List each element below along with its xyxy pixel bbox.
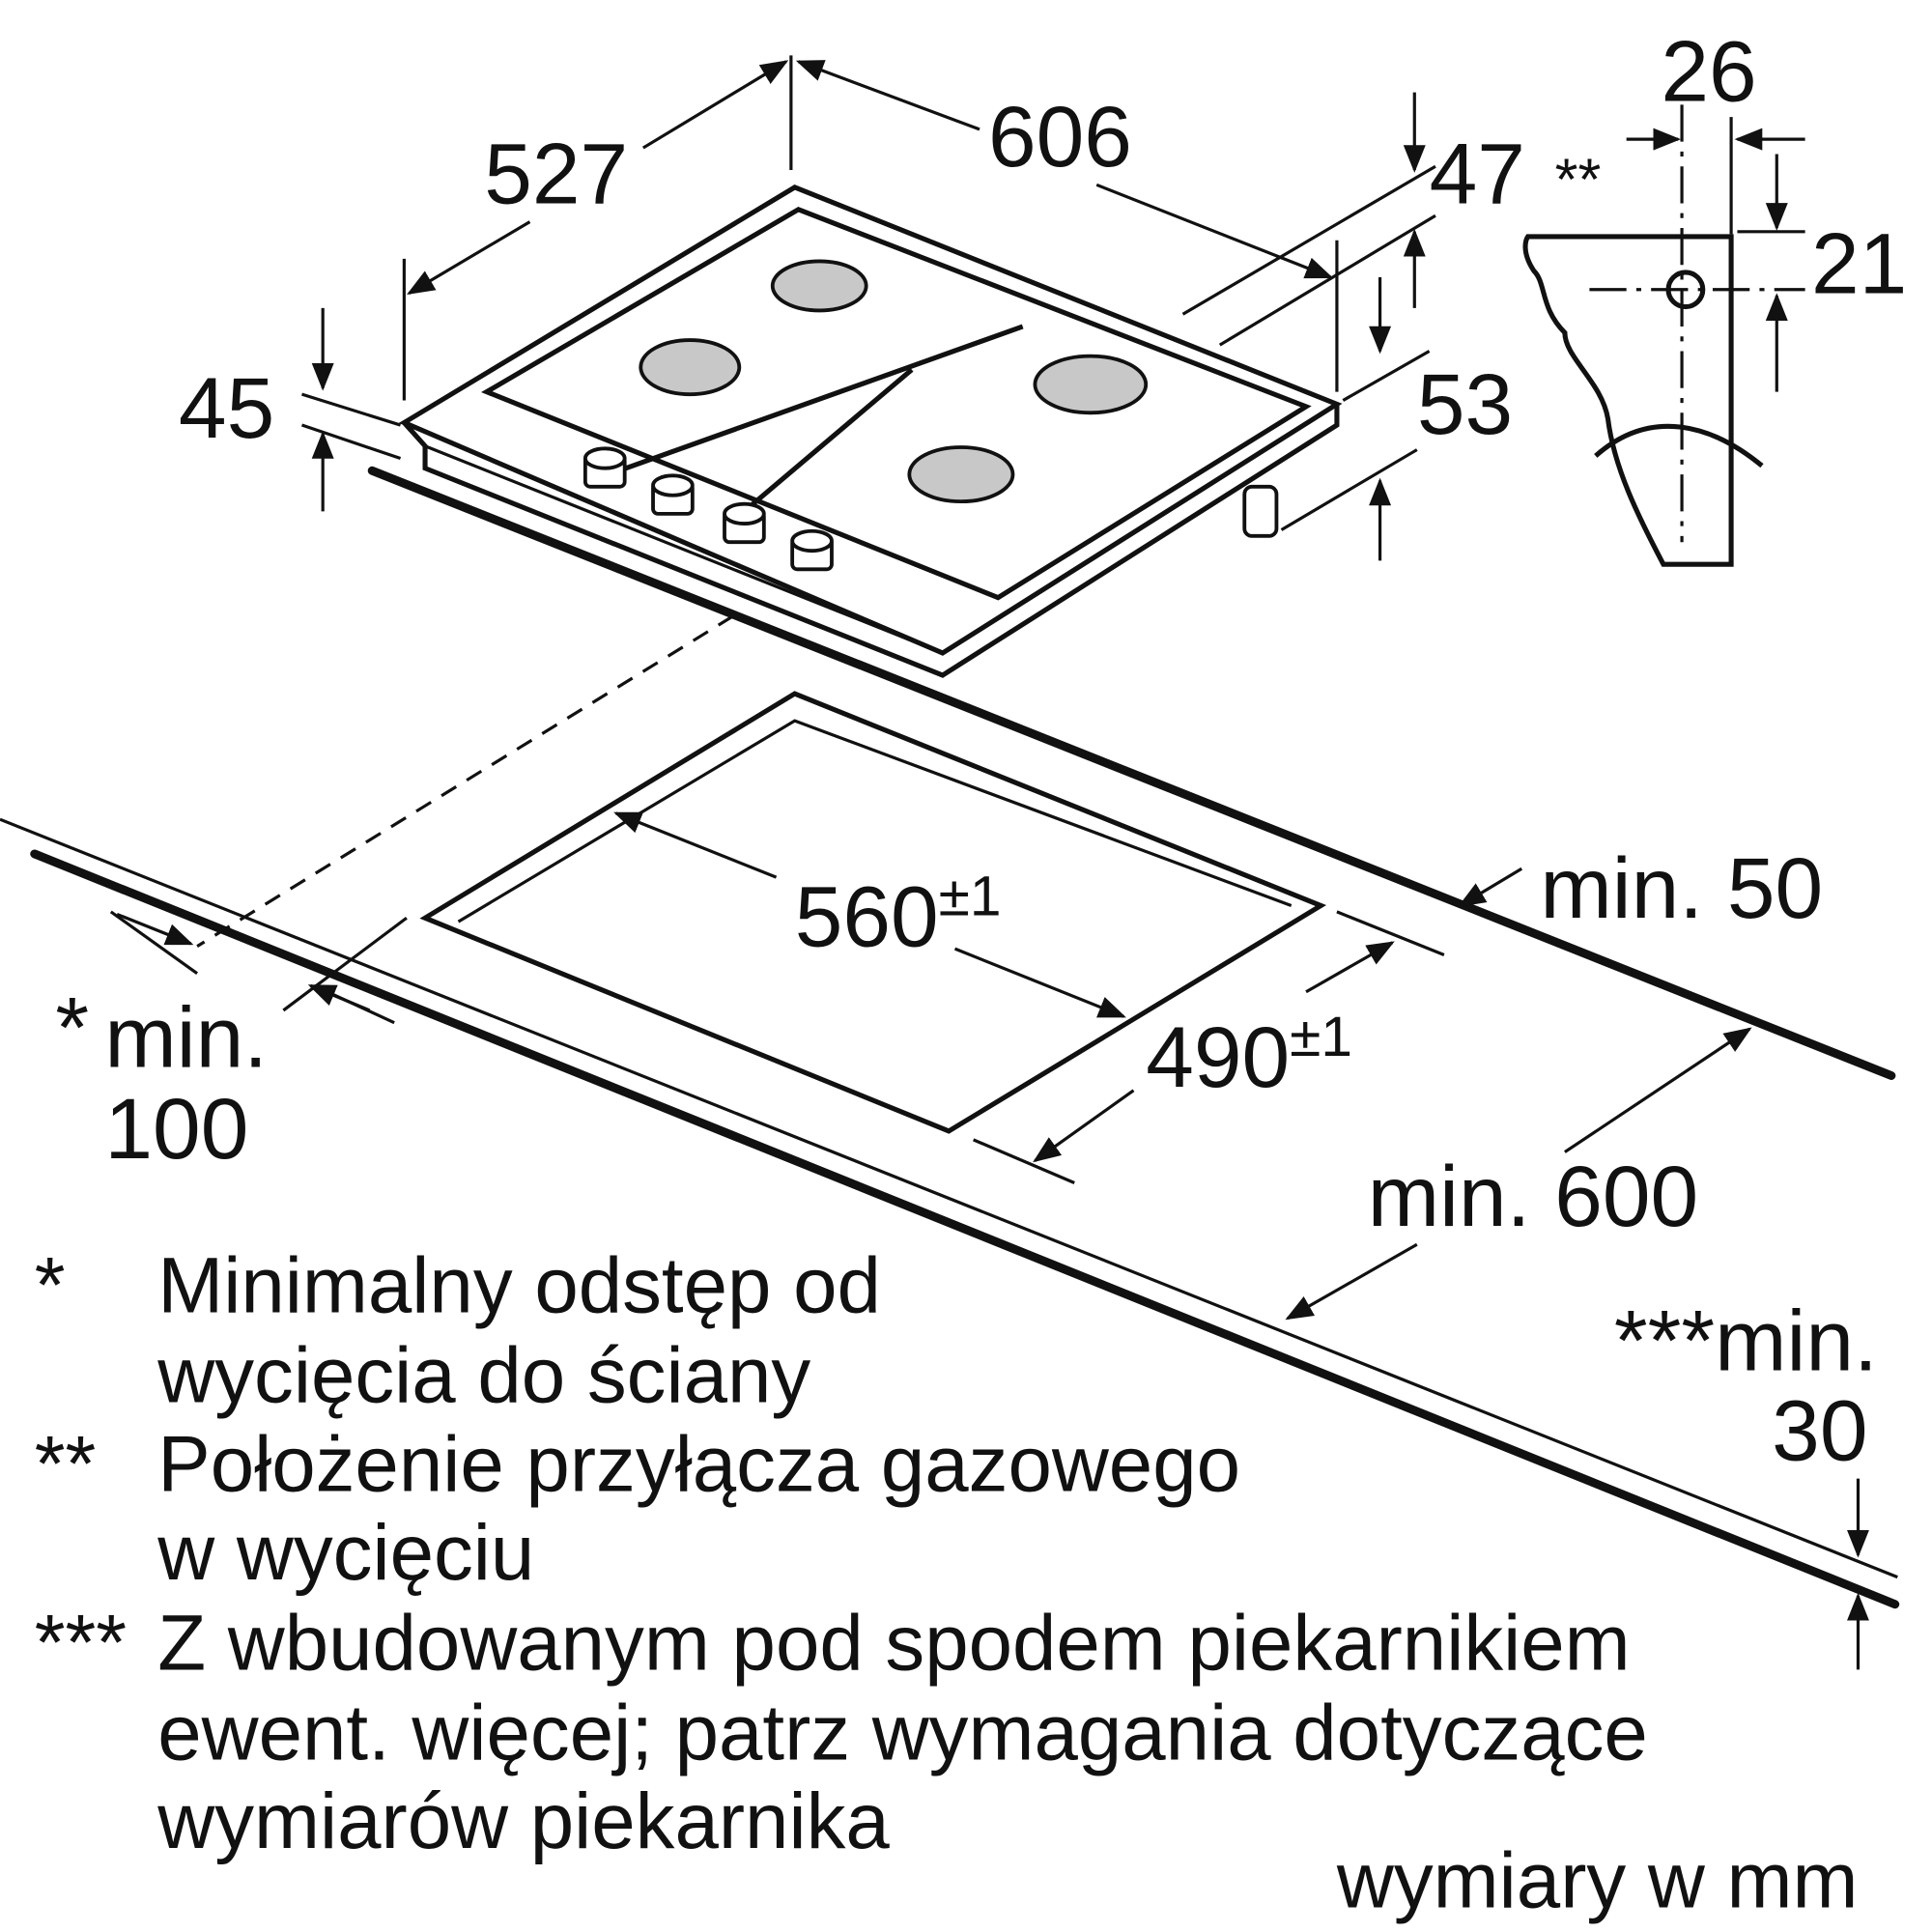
dim-bracket-width: 26 [1661,23,1756,120]
dim-depth: 527 [484,125,628,221]
dim-cutout-width: 560±1 [795,866,1002,965]
dim-min-bottom-value: 30 [1772,1381,1867,1478]
cutout [419,691,1327,1134]
units-note: wymiary w mm [1336,1836,1859,1924]
dim-min-side-marker: * [55,979,89,1075]
gas-connection-detail [1522,104,1805,567]
legend: * Minimalny odstęp od wycięcia do ściany… [35,1241,1859,1924]
legend-marker: * [35,1241,66,1329]
dim-cutout-depth: 490±1 [1146,1006,1352,1105]
dim-min-side-value: 100 [104,1080,248,1177]
legend-marker: *** [35,1599,127,1687]
legend-marker: ** [35,1420,97,1508]
legend-text: w wycięciu [156,1509,534,1597]
dim-height-front: 45 [179,359,274,456]
dim-min-rear: min. 50 [1540,839,1823,936]
knobs [582,446,834,572]
gas-marker: ** [1555,147,1602,213]
dim-min-counter-depth: min. 600 [1368,1148,1698,1244]
dim-gas-offset: 47 [1430,125,1525,221]
legend-text: ewent. więcej; patrz wymagania dotyczące [157,1689,1648,1776]
dim-min-side-label: min. [104,989,268,1086]
gas-connector [1242,484,1279,538]
legend-text: Minimalny odstęp od [157,1241,881,1329]
dim-bracket-height: 21 [1811,215,1907,312]
dimension-lines [109,55,1869,1670]
hob [398,185,1343,678]
legend-text: Z wbudowanym pod spodem piekarnikiem [157,1599,1630,1687]
dim-height-rear: 53 [1417,355,1513,452]
dim-min-bottom-label: ***min. [1614,1292,1878,1388]
countertop [0,466,1900,1609]
dimension-labels: 527 606 26 47 ** 21 45 53 560±1 490±1 mi… [55,23,1907,1479]
dim-width: 606 [988,88,1132,185]
legend-text: Położenie przyłącza gazowego [157,1420,1240,1508]
burners [639,259,1149,504]
legend-text: wymiarów piekarnika [156,1777,890,1865]
legend-text: wycięcia do ściany [156,1332,810,1420]
